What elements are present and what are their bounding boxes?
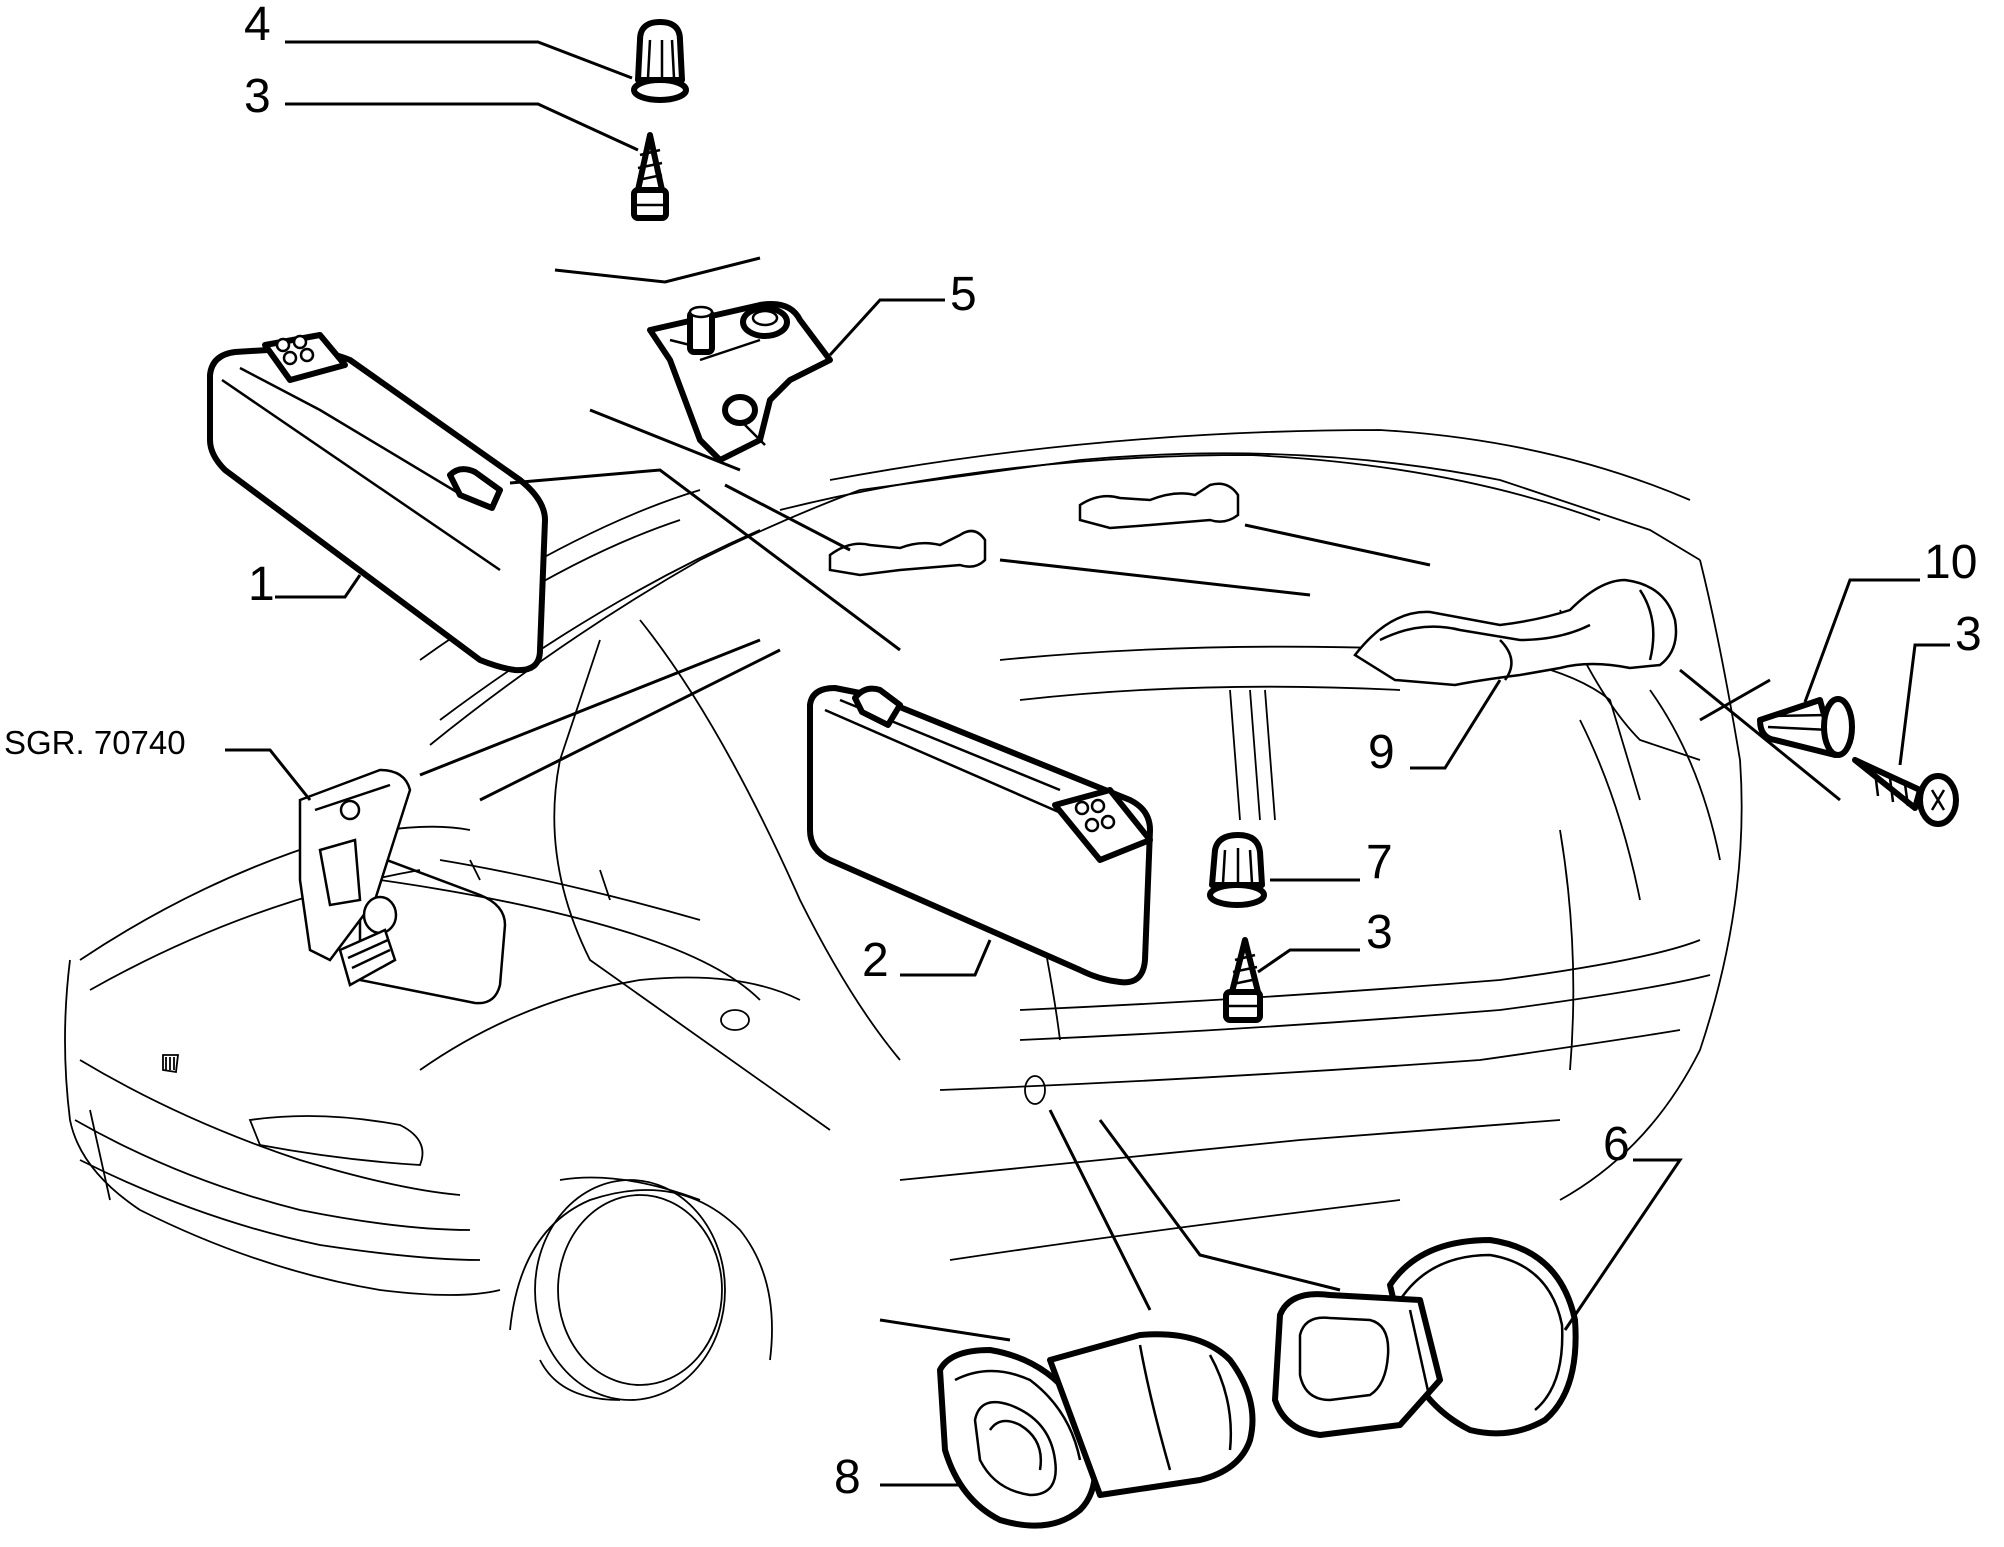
part-9-grab-handle xyxy=(1353,578,1678,687)
callout-7: 6 xyxy=(1603,1118,1630,1171)
part-2-sun-visor-right xyxy=(807,685,1153,986)
part-7-air-vent xyxy=(1272,1237,1579,1438)
callout-3-right: 3 xyxy=(1955,608,1982,661)
grab-handles-roof xyxy=(828,482,1240,577)
callout-2: 2 xyxy=(862,934,889,987)
part-3-screw-top xyxy=(631,132,669,221)
callout-labels: 4 3 5 1 2 7 3 9 10 3 6 8 SGR. 70740 xyxy=(4,0,1982,1504)
callout-1: 1 xyxy=(248,558,275,611)
part-1-sun-visor-left xyxy=(207,332,548,674)
part-4-plug xyxy=(1207,832,1267,908)
leader-lines xyxy=(225,40,1950,1487)
callout-3-middle: 3 xyxy=(1366,906,1393,959)
part-3-screw-middle xyxy=(1223,937,1263,1023)
reference-code: SGR. 70740 xyxy=(4,724,186,761)
callout-9: 9 xyxy=(1368,726,1395,779)
callout-3-top: 3 xyxy=(244,70,271,123)
callout-10: 10 xyxy=(1924,536,1977,589)
callout-4: 7 xyxy=(1366,836,1393,889)
callout-5: 5 xyxy=(950,268,977,321)
part-3-screw-right xyxy=(1852,757,1959,827)
callout-8: 8 xyxy=(834,1451,861,1504)
part-6-plug xyxy=(631,19,689,103)
part-8-air-vent xyxy=(937,1331,1256,1529)
part-10-plug xyxy=(1757,696,1855,758)
rear-view-mirror xyxy=(298,768,507,1005)
part-5-hinge-bracket xyxy=(647,301,833,463)
car-body-outline xyxy=(64,429,1743,1401)
callout-6: 4 xyxy=(244,0,271,51)
